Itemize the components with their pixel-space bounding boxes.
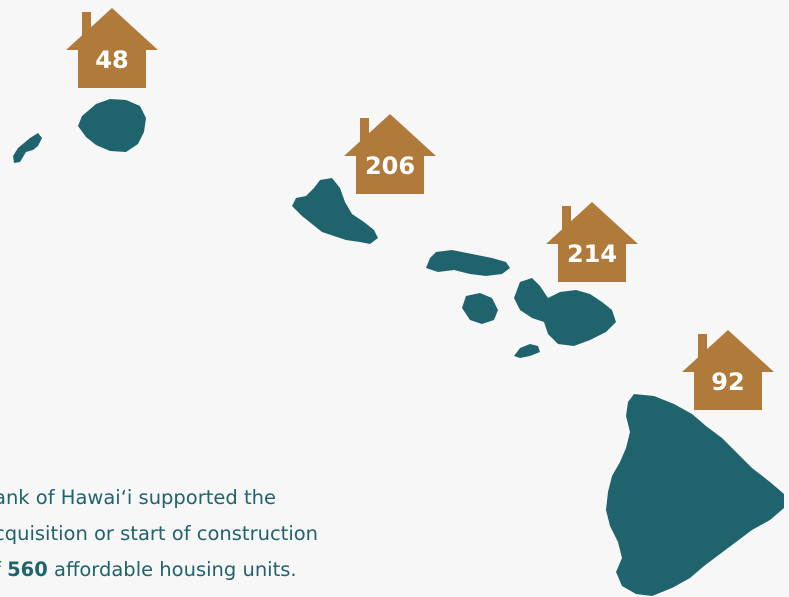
- island-maui: [514, 278, 616, 346]
- marker-hawaii: 92: [682, 330, 774, 410]
- marker-oahu-value: 206: [365, 152, 415, 180]
- house-icon: [66, 8, 158, 88]
- marker-maui-value: 214: [567, 240, 617, 268]
- marker-maui: 214: [546, 202, 638, 282]
- caption-line-1: ank of Hawaiʻi supported the: [0, 486, 276, 509]
- marker-hawaii-value: 92: [711, 368, 744, 396]
- island-lanai: [462, 293, 498, 324]
- house-icon: [344, 114, 436, 194]
- island-oahu: [292, 178, 378, 244]
- island-hawaii: [606, 394, 784, 596]
- caption-line-3-before: f: [0, 558, 7, 581]
- caption-line-2: cquisition or start of construction: [0, 522, 319, 545]
- marker-kauai: 48: [66, 8, 158, 88]
- house-icon: [682, 330, 774, 410]
- island-kahoolawe: [514, 344, 540, 358]
- caption-total-units: 560: [7, 558, 48, 581]
- summary-caption: ank of Hawaiʻi supported the cquisition …: [0, 480, 434, 588]
- marker-kauai-value: 48: [95, 46, 128, 74]
- marker-oahu: 206: [344, 114, 436, 194]
- island-molokai: [426, 250, 510, 276]
- island-kauai: [78, 99, 146, 152]
- house-icon: [546, 202, 638, 282]
- caption-line-3-after: affordable housing units.: [47, 558, 297, 581]
- caption-line-3: f 560 affordable housing units.: [0, 552, 434, 588]
- island-niihau: [13, 133, 42, 163]
